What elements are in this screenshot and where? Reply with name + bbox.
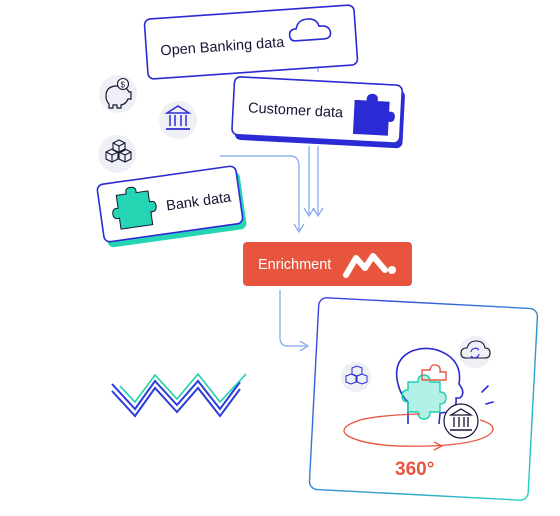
logo-mark-icon — [343, 253, 396, 278]
arrow-head-bank — [293, 223, 305, 234]
motion-lines — [481, 385, 494, 405]
arrow-head-customer-2 — [312, 207, 324, 218]
zigzag-decoration — [111, 372, 247, 418]
cloud-icon — [288, 18, 332, 42]
bank-icon — [159, 101, 197, 139]
enrichment-block: Enrichment — [243, 242, 412, 286]
puzzle-pieces-icon — [401, 364, 447, 420]
card-customer-label: Customer data — [248, 100, 345, 121]
arrow-head-customer — [303, 207, 315, 218]
result-panel: 360° — [308, 297, 539, 501]
piggy-bank-icon: $ — [99, 75, 137, 113]
connector-bank — [220, 155, 300, 230]
arrow-head-result — [299, 340, 310, 352]
side-icons: $ — [98, 75, 197, 173]
card-open-banking: Open Banking data — [143, 4, 359, 80]
card-customer: Customer data — [231, 76, 405, 149]
card-bank: Bank data — [96, 165, 247, 248]
enrichment-label: Enrichment — [258, 257, 331, 273]
connector-enrichment-result — [279, 290, 306, 347]
cubes-icon — [341, 362, 371, 392]
cubes-icon — [98, 135, 136, 173]
puzzle-piece-icon — [352, 93, 395, 136]
connectors — [220, 62, 324, 352]
bank-icon — [443, 403, 479, 439]
puzzle-piece-icon — [112, 186, 157, 230]
orbit-ring-icon — [343, 413, 494, 451]
result-360-label: 360° — [395, 459, 434, 480]
svg-text:$: $ — [121, 81, 126, 90]
cloud-sync-icon — [459, 336, 491, 368]
